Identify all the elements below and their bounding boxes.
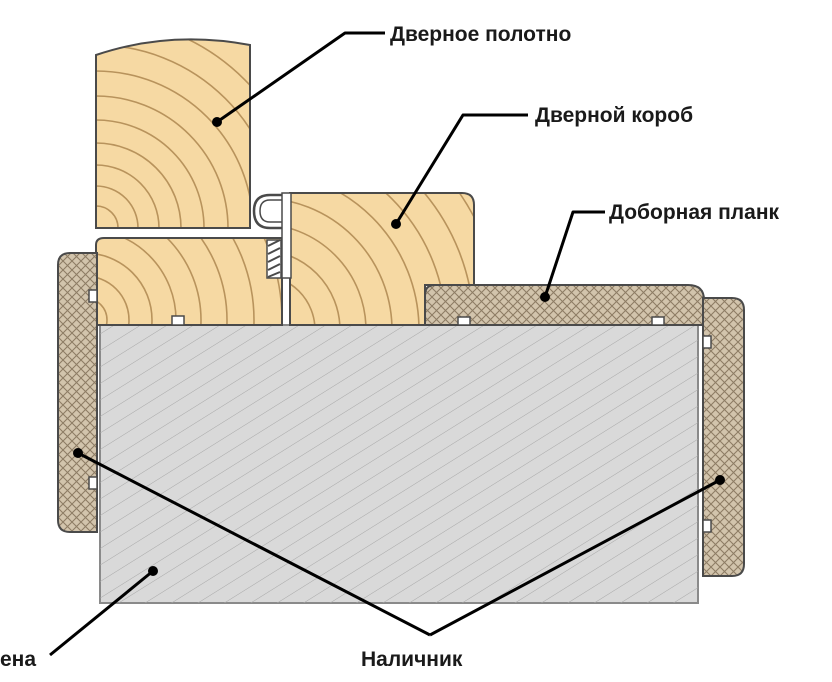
leader-wall [49, 569, 154, 657]
door-leaf [95, 38, 251, 229]
leader-lines [49, 31, 721, 657]
wall-block [99, 324, 699, 604]
extension-board [424, 284, 705, 326]
dot-casing-right [715, 475, 725, 485]
leader-dots [73, 117, 725, 576]
label-extension-board: Доборная планк [609, 201, 780, 224]
label-door-frame: Дверной короб [535, 104, 693, 127]
dot-door-leaf [212, 117, 222, 127]
dot-wall [148, 566, 158, 576]
leader-casing-left [77, 451, 431, 637]
leader-extension-board [543, 210, 605, 298]
leader-casing-right [429, 478, 721, 637]
label-casing: Наличник [361, 648, 463, 671]
leader-door-frame [394, 113, 528, 225]
label-door-leaf: Дверное полотно [390, 23, 571, 46]
door-seal [252, 192, 292, 279]
dot-casing-left [73, 448, 83, 458]
label-wall: ена [0, 648, 36, 671]
casing-left [57, 252, 98, 533]
dot-door-frame [391, 219, 401, 229]
dot-extension-board [540, 292, 550, 302]
casing-right [702, 297, 745, 577]
leader-door-leaf [216, 31, 385, 124]
